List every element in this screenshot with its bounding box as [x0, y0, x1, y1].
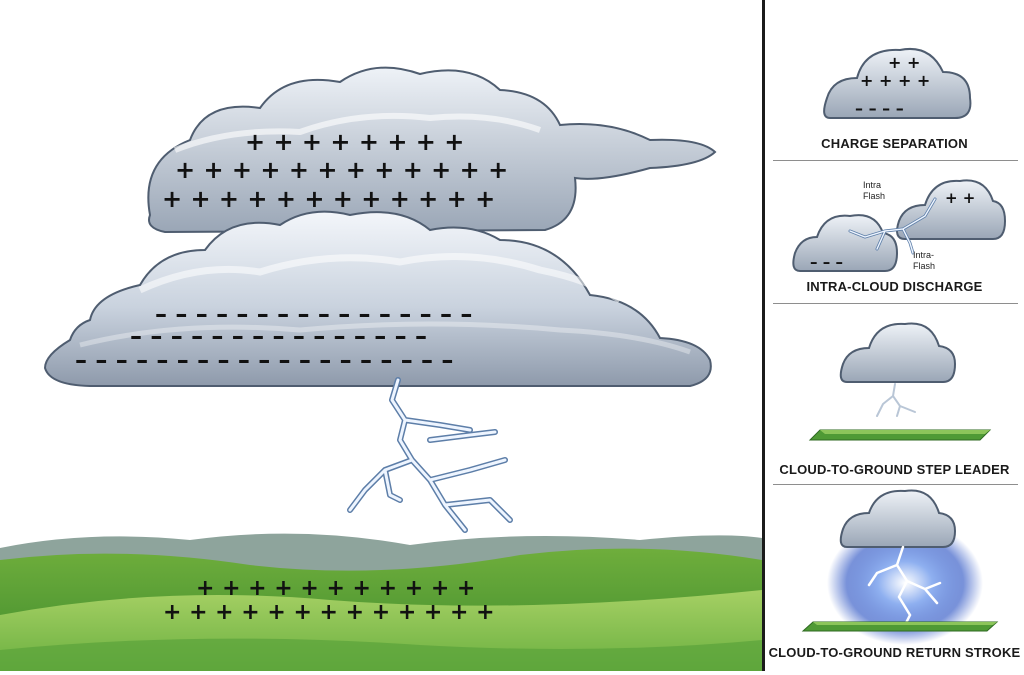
separator — [773, 160, 1018, 161]
p1-positive-row-2: + + + + — [860, 71, 930, 90]
thundercloud-scene: + + + + + + + + + + + + + + + + + + + + … — [0, 66, 762, 671]
panel-intra-cloud-discharge: Intra Flash Intra- Flash + + – – – INTRA… — [765, 161, 1024, 303]
stages-sidebar: + + + + + + – – – – CHARGE SEPARATION In… — [765, 0, 1024, 671]
cloud-negative-row-1: – – – – – – – – – – – – – – – – — [155, 300, 472, 328]
separator — [773, 303, 1018, 304]
panel-4-label: CLOUD-TO-GROUND RETURN STROKE — [768, 645, 1021, 660]
ground-positive-row-1: + + + + + + + + + + + — [196, 576, 475, 601]
main-lightning-bolt — [347, 377, 513, 533]
intra-flash-label-2b: Flash — [913, 261, 935, 271]
intra-flash-label-1b: Flash — [863, 191, 885, 201]
cloud-negative-row-2: – – – – – – – – – – – – – – – — [130, 322, 427, 350]
lower-cloud — [43, 210, 712, 387]
panel-step-leader: CLOUD-TO-GROUND STEP LEADER — [765, 304, 1024, 484]
intra-flash-label-1a: Intra — [863, 180, 881, 190]
p2-positive-row: + + — [945, 189, 975, 207]
cloud-positive-row-3: + + + + + + + + + + + + — [162, 185, 495, 213]
cloud-positive-row-1: + + + + + + + + — [245, 128, 464, 156]
main-illustration: + + + + + + + + + + + + + + + + + + + + … — [0, 66, 762, 671]
intra-flash-label-2a: Intra- — [913, 250, 934, 260]
panel-1-label: CHARGE SEPARATION — [821, 136, 968, 151]
p1-positive-row-1: + + — [888, 53, 920, 72]
ground-positive-row-2: + + + + + + + + + + + + + — [163, 600, 495, 625]
panel-divider — [762, 0, 765, 671]
panel-3-label: CLOUD-TO-GROUND STEP LEADER — [779, 462, 1010, 477]
p2-negative-row: – – – — [810, 253, 843, 271]
panel-2-label: INTRA-CLOUD DISCHARGE — [806, 279, 983, 294]
panel-return-stroke: CLOUD-TO-GROUND RETURN STROKE — [765, 485, 1024, 671]
panel-charge-separation: + + + + + + – – – – CHARGE SEPARATION — [765, 0, 1024, 160]
separator — [773, 484, 1018, 485]
upper-cloud — [147, 66, 717, 234]
p1-negative-row: – – – – — [855, 99, 904, 118]
cloud-positive-row-2: + + + + + + + + + + + + — [175, 156, 508, 184]
cloud-negative-row-3: – – – – – – – – – – – – – – – – – – – — [75, 346, 453, 374]
